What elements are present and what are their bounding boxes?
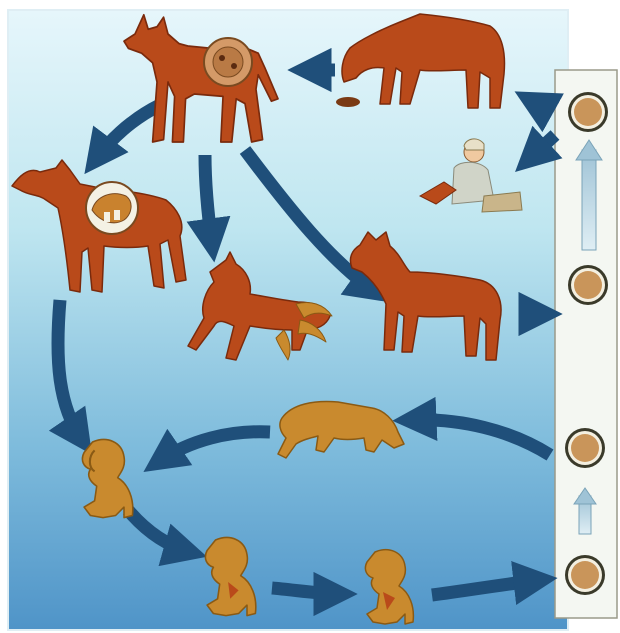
up-arrow-long (582, 150, 596, 250)
egg-stage-3 (565, 428, 605, 468)
arrow-egg-to-grazing (530, 100, 548, 110)
feces-icon (336, 97, 360, 107)
cyst-core (213, 47, 243, 77)
egg-stage-4 (565, 555, 605, 595)
arrow-puppy-2-to-puppy-3 (272, 588, 340, 594)
egg-stage-1 (568, 92, 608, 132)
arrow-top-to-shedding-dog (205, 155, 212, 245)
egg-stage-2 (568, 265, 608, 305)
